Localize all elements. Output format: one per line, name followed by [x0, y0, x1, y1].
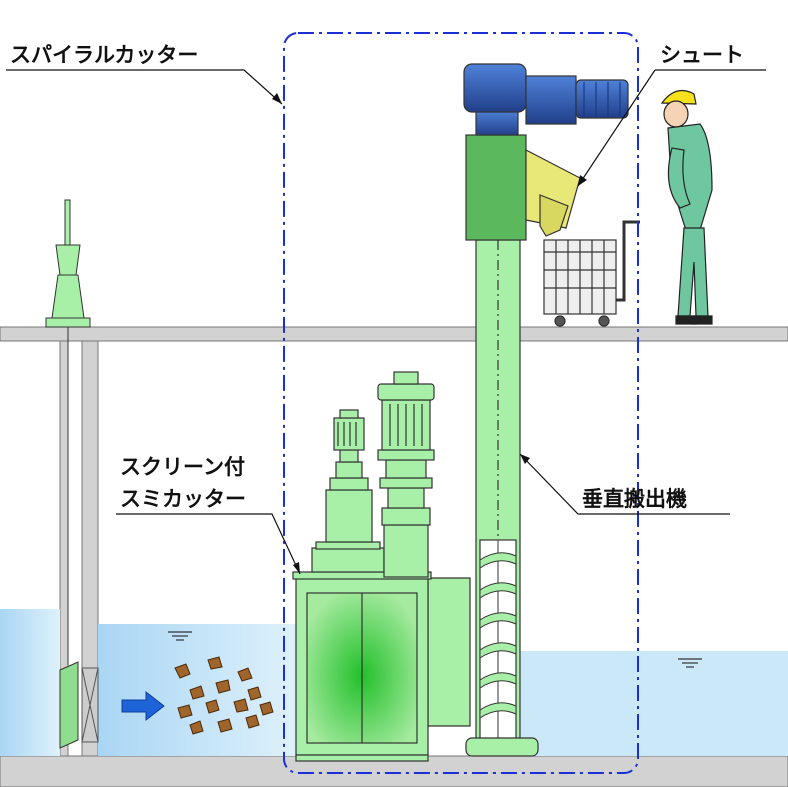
- debris-cart: [543, 220, 640, 327]
- spiral-cutter-boundary: [283, 32, 639, 774]
- screen-cutter-label-line2: スミカッター: [120, 487, 246, 511]
- screw-flights: [479, 552, 517, 719]
- label-screen-cutter: スクリーン付 スミカッター: [116, 455, 301, 575]
- screen-cutter-label-line1: スクリーン付: [120, 455, 245, 479]
- sluice-gate: [45, 199, 99, 749]
- worker-icon: [660, 89, 713, 325]
- label-chute: シュート: [577, 43, 766, 187]
- label-spiral-cutter: スパイラルカッター: [6, 43, 283, 105]
- water-level-icon: [168, 631, 192, 641]
- spiral-cutter-label: スパイラルカッター: [10, 43, 198, 67]
- chute-label: シュート: [660, 43, 744, 67]
- screen-cutter-machine: [292, 371, 471, 762]
- label-vertical-conveyor: 垂直搬出機: [519, 453, 730, 515]
- vertical-conveyor-label: 垂直搬出機: [582, 487, 687, 511]
- water-level-icon: [678, 658, 702, 668]
- arrow-right-icon: [121, 690, 165, 722]
- debris: [174, 656, 274, 735]
- vertical-conveyor: [463, 63, 629, 757]
